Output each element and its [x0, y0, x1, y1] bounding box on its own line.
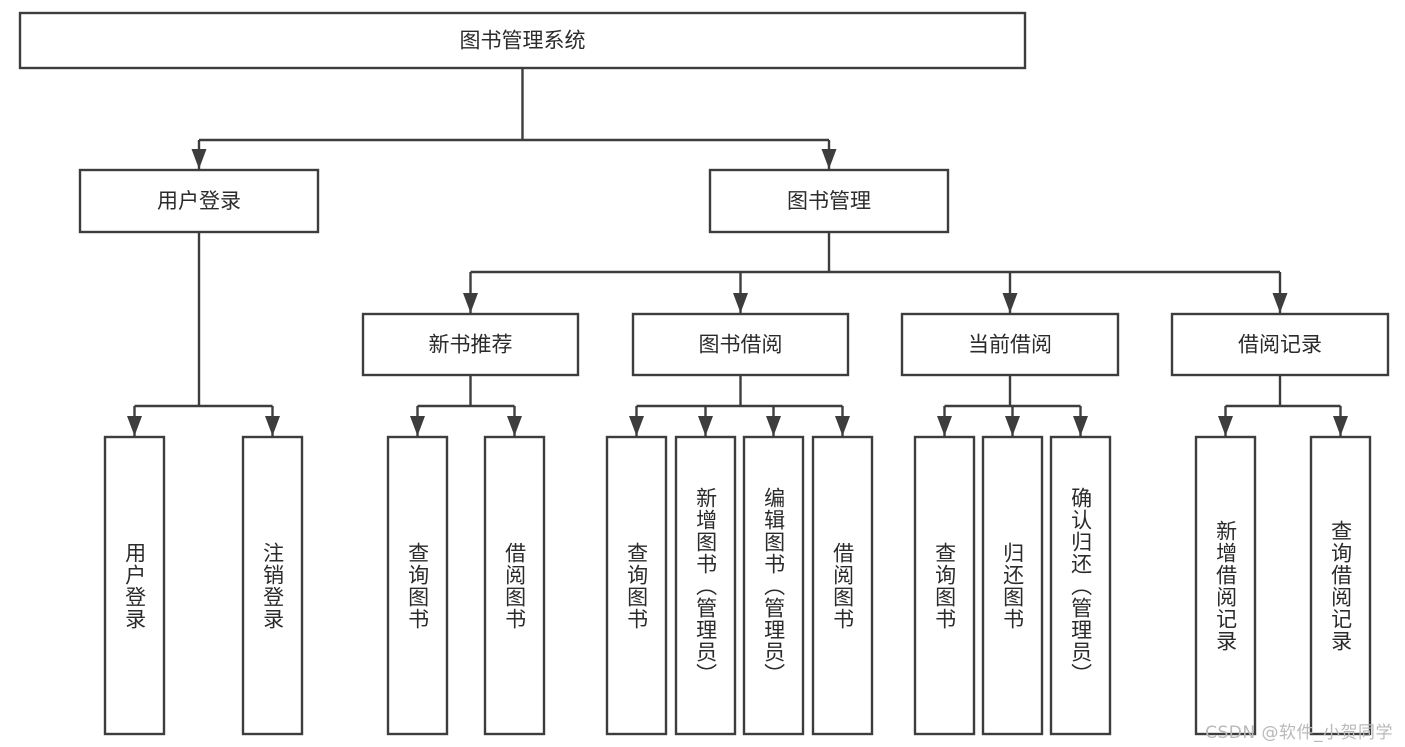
arrow-to-leaf-query-book-2 — [629, 416, 644, 436]
node-box-book-manage[interactable] — [708, 168, 950, 234]
arrow-to-leaf-confirm-return — [1073, 416, 1088, 436]
watermark: CSDN @软件_小贺同学 — [1205, 723, 1393, 743]
node-box-leaf-edit-book[interactable] — [742, 435, 805, 736]
arrow-to-leaf-borrow-book-2 — [835, 416, 850, 436]
node-label-book-manage: 图书管理 — [787, 189, 871, 213]
node-box-leaf-query-book-1[interactable] — [386, 435, 449, 736]
node-label-root: 图书管理系统 — [460, 29, 586, 53]
arrow-to-current-borrow — [1002, 293, 1018, 313]
node-box-leaf-query-book-2[interactable] — [605, 435, 668, 736]
node-box-new-book-rec[interactable] — [361, 312, 580, 377]
arrow-to-leaf-return-book — [1005, 416, 1020, 436]
node-box-leaf-add-book[interactable] — [674, 435, 737, 736]
arrow-to-leaf-edit-book — [766, 416, 781, 436]
arrow-to-book-borrow — [733, 293, 748, 313]
arrow-to-leaf-query-book-3 — [937, 416, 952, 436]
node-box-leaf-return-book[interactable] — [981, 435, 1044, 736]
node-label-book-borrow: 图书借阅 — [699, 333, 783, 357]
arrow-to-leaf-add-record — [1218, 416, 1233, 436]
arrow-to-leaf-borrow-book-1 — [507, 416, 522, 436]
arrow-to-leaf-user-logout — [265, 416, 280, 436]
node-box-leaf-query-record[interactable] — [1309, 435, 1372, 736]
node-box-leaf-borrow-book-2[interactable] — [811, 435, 874, 736]
arrow-to-leaf-query-book-1 — [410, 416, 425, 436]
node-box-leaf-user-login[interactable] — [103, 435, 166, 736]
node-label-new-book-rec: 新书推荐 — [429, 333, 513, 357]
node-box-leaf-add-record[interactable] — [1194, 435, 1257, 736]
node-label-current-borrow: 当前借阅 — [968, 333, 1052, 357]
node-box-book-borrow[interactable] — [631, 312, 850, 377]
node-box-root[interactable] — [18, 11, 1027, 70]
arrow-to-leaf-query-record — [1333, 416, 1348, 436]
node-box-leaf-user-logout[interactable] — [241, 435, 304, 736]
box-layer — [18, 11, 1390, 736]
node-box-leaf-query-book-3[interactable] — [913, 435, 976, 736]
arrow-to-new-book-rec — [463, 293, 478, 313]
node-label-user-login: 用户登录 — [157, 189, 241, 213]
arrow-to-book-manage — [821, 149, 837, 169]
node-label-borrow-record: 借阅记录 — [1238, 333, 1322, 357]
arrow-to-leaf-user-login — [127, 416, 142, 436]
node-box-user-login[interactable] — [78, 168, 320, 234]
node-box-leaf-borrow-book-1[interactable] — [483, 435, 546, 736]
connector-layer — [127, 68, 1348, 436]
node-box-borrow-record[interactable] — [1170, 312, 1390, 377]
arrow-to-user-login — [191, 149, 207, 169]
arrow-to-borrow-record — [1272, 293, 1288, 313]
node-box-current-borrow[interactable] — [900, 312, 1120, 377]
arrow-to-leaf-add-book — [698, 416, 713, 436]
node-box-leaf-confirm-return[interactable] — [1049, 435, 1112, 736]
